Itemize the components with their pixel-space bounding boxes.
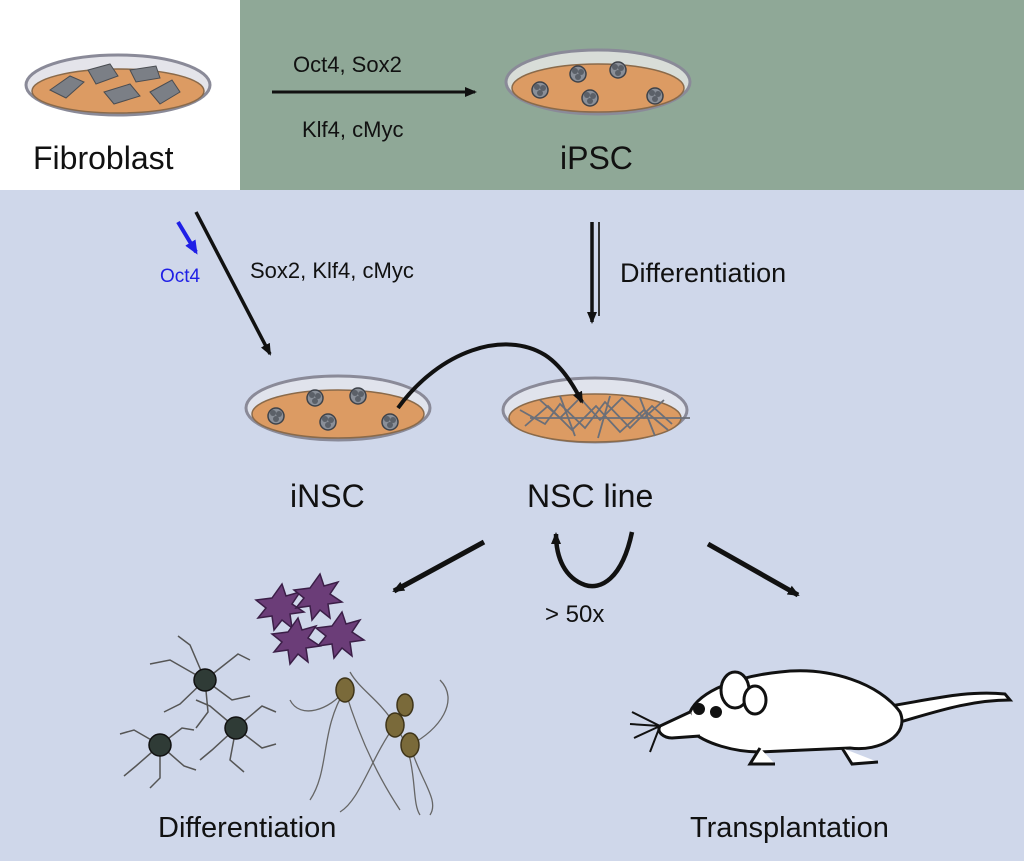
insc-dish <box>244 374 432 442</box>
nsc-line-label: NSC line <box>527 478 654 514</box>
to-differentiation-arrow <box>392 539 486 594</box>
ipsc-label: iPSC <box>560 140 633 176</box>
direct-factors-label: Sox2, Klf4, cMyc <box>250 258 414 283</box>
oct4-arrow-icon <box>176 220 198 255</box>
to-transplantation-arrow <box>706 541 800 598</box>
mouse-illustration <box>629 669 1014 766</box>
differentiation-step-label: Differentiation <box>620 258 787 288</box>
direct-conversion-arrow <box>194 211 272 356</box>
nsc-line-dish <box>501 376 690 444</box>
oct4-highlight-label: Oct4 <box>160 266 201 287</box>
insc-label: iNSC <box>290 478 365 514</box>
differentiated-cells-illustration <box>119 572 449 816</box>
insc-to-nsc-arrow <box>396 342 584 410</box>
differentiation-outcome-label: Differentiation <box>158 812 337 844</box>
fibroblast-dish <box>24 53 212 117</box>
differentiation-arrow <box>587 222 600 324</box>
self-renewal-loop-arrow <box>551 531 635 589</box>
ipsc-dish <box>504 48 692 116</box>
factors-klf4-cmyc-label: Klf4, cMyc <box>302 117 404 142</box>
transplantation-outcome-label: Transplantation <box>690 812 889 844</box>
expansion-label: > 50x <box>545 601 605 628</box>
factors-oct4-sox2-label: Oct4, Sox2 <box>293 52 402 77</box>
fibroblast-label: Fibroblast <box>33 140 174 176</box>
